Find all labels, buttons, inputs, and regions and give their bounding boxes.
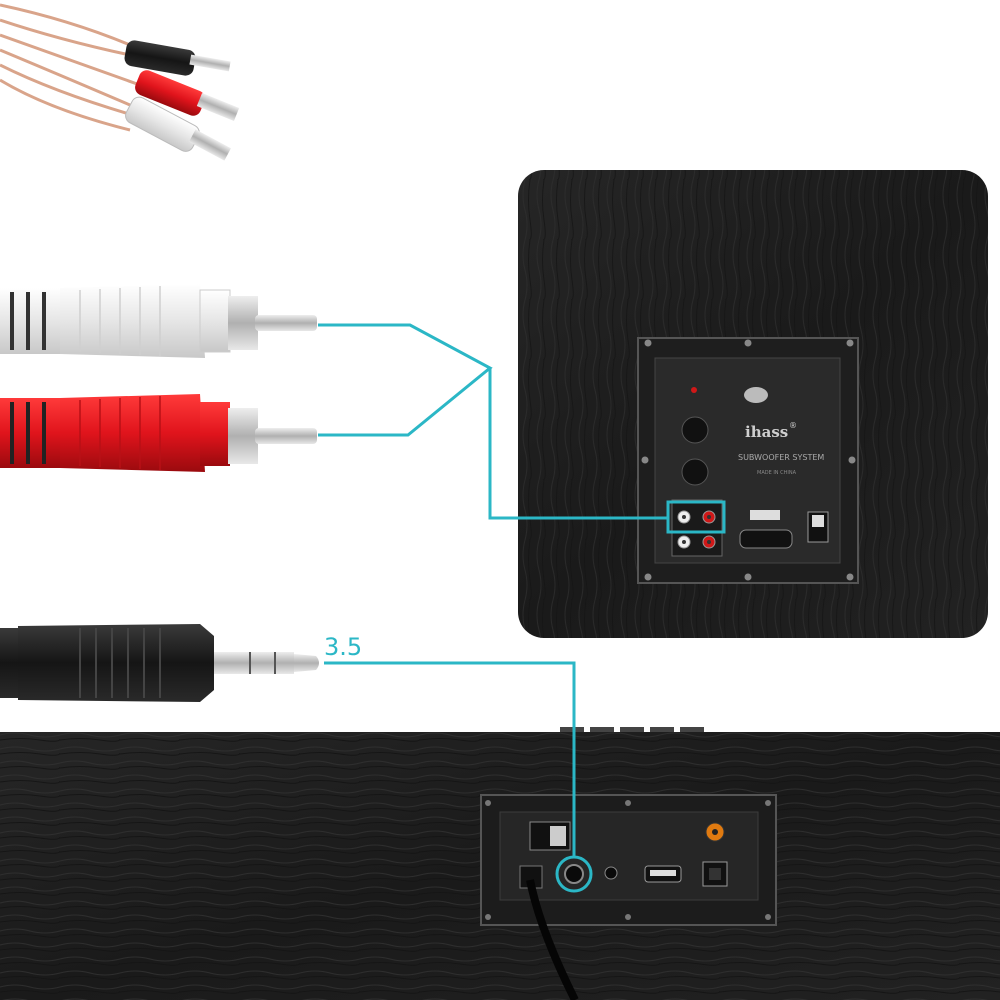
small-black-jack-plug <box>124 40 231 76</box>
soundbar-cabinet <box>0 727 1000 1000</box>
aux-jack-plug <box>0 624 319 702</box>
white-rca-plug <box>0 284 317 358</box>
soundbar-top-buttons <box>560 727 704 732</box>
callout-lines <box>318 323 726 893</box>
small-white-rca-plug <box>125 96 231 161</box>
aux-input-highlight <box>555 855 593 893</box>
jack-size-label: 3.5 <box>324 633 362 661</box>
made-in-label: MADE IN CHINA <box>757 470 797 476</box>
secondary-jack-icon[interactable] <box>604 866 618 880</box>
panel-screws <box>641 339 856 581</box>
brand-registered-mark: ® <box>789 421 797 430</box>
subwoofer-cabinet: ihass ® SUBWOOFER SYSTEM MADE IN CHINA <box>518 170 988 638</box>
copper-wires <box>0 3 151 132</box>
cable-bundle-photo <box>0 3 240 161</box>
brand-name: ihass <box>745 423 788 441</box>
rca-callout-line <box>318 323 493 437</box>
power-led-icon <box>691 387 697 393</box>
product-subtitle: SUBWOOFER SYSTEM <box>738 453 824 462</box>
bass-knob-icon[interactable] <box>681 458 709 486</box>
rca-input-highlight <box>666 500 726 534</box>
red-rca-plug <box>0 394 317 472</box>
ac-power-socket-icon[interactable] <box>739 529 793 549</box>
brand-logo-icon <box>744 387 768 403</box>
optical-port-icon[interactable] <box>702 861 728 887</box>
power-cable <box>526 879 579 1000</box>
volume-knob-icon[interactable] <box>681 416 709 444</box>
rca-callout-connector <box>488 368 668 520</box>
aux-callout-line <box>324 661 576 856</box>
small-red-rca-plug <box>135 70 240 121</box>
soundbar-rear-panel <box>480 794 777 926</box>
fuse-label-icon <box>750 510 780 520</box>
aux-jack-icon[interactable] <box>564 864 584 884</box>
subwoofer-rear-panel: ihass ® SUBWOOFER SYSTEM MADE IN CHINA <box>637 337 859 584</box>
rca-input-jacks <box>671 499 723 557</box>
